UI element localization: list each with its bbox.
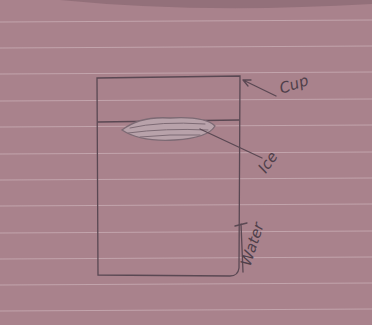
cup-leader <box>243 80 276 96</box>
ruled-line <box>0 46 372 48</box>
ice-leader <box>200 129 262 158</box>
ruled-line <box>0 204 372 206</box>
ruled-lines <box>0 20 372 311</box>
ruled-line <box>0 20 372 22</box>
cup-drawing <box>97 76 276 276</box>
ruled-line <box>0 283 372 285</box>
cup-outline <box>97 76 240 276</box>
ruled-line <box>0 99 372 101</box>
ruled-line <box>0 231 372 233</box>
ruled-line <box>0 152 372 154</box>
ruled-line <box>0 178 372 180</box>
ruled-line <box>0 309 372 311</box>
ruled-line <box>0 257 372 259</box>
ruled-line <box>0 72 372 74</box>
page-shadow <box>60 0 372 8</box>
ice-hatching <box>128 123 208 137</box>
